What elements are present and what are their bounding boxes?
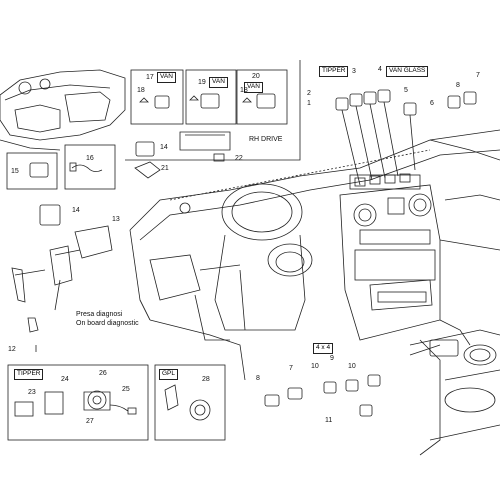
- callout-10a: 10: [311, 363, 319, 370]
- callout-8b: 8: [256, 375, 260, 382]
- callout-14a: 14: [160, 144, 168, 151]
- callout-3: 3: [352, 68, 356, 75]
- callout-17: 17: [146, 74, 154, 81]
- rh-drive-label: RH DRIVE: [249, 136, 283, 143]
- callout-20: 20: [252, 73, 260, 80]
- diag-line2: On board diagnostic: [76, 320, 139, 327]
- callout-9: 9: [330, 355, 334, 362]
- callout-11: 11: [325, 417, 333, 424]
- tipper-top-label: TIPPER: [319, 66, 349, 77]
- callout-14b: 14: [72, 207, 80, 214]
- callout-13: 13: [112, 216, 120, 223]
- gpl-label: GPL: [159, 369, 179, 380]
- callout-1: 1: [307, 100, 311, 107]
- diag-line1: Presa diagnosi: [76, 311, 123, 318]
- callout-6: 6: [430, 100, 434, 107]
- callout-26: 26: [99, 370, 107, 377]
- callout-21: 21: [161, 165, 169, 172]
- callout-18a: 18: [137, 87, 145, 94]
- van-label-c: VAN: [244, 82, 263, 93]
- callout-28: 28: [202, 376, 210, 383]
- callout-19: 19: [198, 79, 206, 86]
- callout-5: 5: [404, 87, 408, 94]
- callout-24: 24: [61, 376, 69, 383]
- main-dashboard-drawing: [129, 129, 500, 381]
- callout-12: 12: [8, 346, 16, 353]
- callout-25: 25: [122, 386, 130, 393]
- van-glass-label: VAN GLASS: [386, 66, 429, 77]
- callout-7b: 7: [289, 365, 293, 372]
- callout-2: 2: [307, 90, 311, 97]
- callout-8a: 8: [456, 82, 460, 89]
- van-label-b: VAN: [209, 77, 228, 88]
- callout-7a: 7: [476, 72, 480, 79]
- callout-22: 22: [235, 155, 243, 162]
- four-by-four-label: 4 x 4: [313, 343, 334, 354]
- callout-23: 23: [28, 389, 36, 396]
- callout-10b: 10: [348, 363, 356, 370]
- callout-18b: 18: [240, 87, 248, 94]
- callout-4: 4: [378, 66, 382, 73]
- van-label-a: VAN: [157, 72, 176, 83]
- callout-15: 15: [11, 168, 19, 175]
- callout-16: 16: [86, 155, 94, 162]
- overview-dashboard-icon: [0, 69, 126, 151]
- callout-27: 27: [86, 418, 94, 425]
- tipper-bottom-label: TIPPER: [14, 369, 44, 380]
